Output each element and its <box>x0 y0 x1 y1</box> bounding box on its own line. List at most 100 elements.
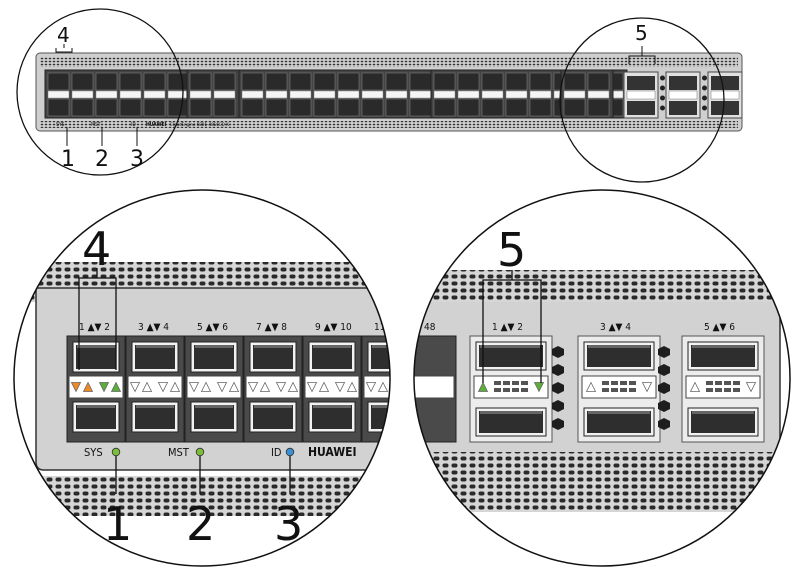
sfp-port-bottom <box>308 401 356 433</box>
left-port-indicator-strip <box>68 375 124 399</box>
overview-sfp-port <box>337 72 360 91</box>
sfp-port-bottom <box>72 401 120 433</box>
qsfp-port-top <box>687 341 759 371</box>
sfp-port-top <box>190 341 238 373</box>
vent-hole <box>552 382 564 394</box>
sfp-port-bottom <box>131 401 179 433</box>
overview-port-indicator <box>167 90 190 99</box>
vent-hole <box>658 418 670 430</box>
overview-port-indicator <box>529 90 552 99</box>
overview-sfp-port <box>481 72 504 91</box>
link-indicator-icon <box>70 382 82 393</box>
overview-qsfp-port-groups <box>623 71 743 119</box>
overview-sfp-port <box>563 98 586 117</box>
left-id-led <box>285 447 295 457</box>
overview-sys-label: SYS <box>56 122 65 128</box>
vent-hole <box>552 364 564 376</box>
vent-hole <box>552 418 564 430</box>
overview-sfp-port <box>71 72 94 91</box>
qsfp-indicator-icon <box>477 381 489 392</box>
qsfp-indicator-icon <box>585 381 597 392</box>
overview-chassis: SYS MST ID HUAWEI CloudEngine 6881-48S6C… <box>35 52 743 132</box>
overview-sfp-port <box>313 98 336 117</box>
qsfp-port-bottom <box>475 407 547 437</box>
qsfp-port-bottom <box>687 407 759 437</box>
overview-sfp-port <box>433 98 456 117</box>
right-callout-5: 5 <box>497 223 526 277</box>
overview-sfp-port <box>457 72 480 91</box>
overview-sfp-port <box>505 72 528 91</box>
overview-leaders <box>55 44 656 146</box>
sfp-port-bottom <box>249 401 297 433</box>
overview-port-indicator <box>213 90 236 99</box>
sfp-port-bottom <box>367 401 390 433</box>
sfp-port-top <box>367 341 390 373</box>
left-port-indicator-strip <box>127 375 183 399</box>
link-indicator-icon <box>169 381 181 392</box>
link-indicator-icon <box>247 382 259 393</box>
overview-port-indicator <box>505 90 528 99</box>
overview-sfp-port <box>433 72 456 91</box>
qsfp-indicator-icon <box>745 382 757 393</box>
link-indicator-icon <box>98 382 110 393</box>
overview-sfp-port <box>241 98 264 117</box>
left-mst-label: MST <box>168 446 190 459</box>
overview-magnifier-right <box>559 17 725 183</box>
link-indicator-icon <box>82 381 94 392</box>
left-port-indicator-strip <box>186 375 242 399</box>
overview-sfp-port <box>563 72 586 91</box>
overview-callout-1: 1 <box>61 147 75 172</box>
qsfp-port-top <box>475 341 547 371</box>
overview-sfp-port <box>385 98 408 117</box>
left-mst-led <box>195 447 205 457</box>
link-indicator-icon <box>129 382 141 393</box>
qsfp-indicator-icon <box>533 382 545 393</box>
sfp-port-top <box>72 341 120 373</box>
overview-callout-2: 2 <box>95 147 109 172</box>
left-port-indicator-strip <box>304 375 360 399</box>
overview-brand: HUAWEI <box>146 122 167 128</box>
overview-id-label: ID <box>131 122 136 128</box>
overview-sfp-port <box>409 72 432 91</box>
right-port-number-label: 3 ▲▼ 4 <box>600 322 631 333</box>
vent-hole <box>658 346 670 358</box>
overview-sfp-port <box>289 98 312 117</box>
vent-hole <box>658 400 670 412</box>
overview-sfp-port <box>409 98 432 117</box>
overview-port-indicator <box>409 90 432 99</box>
overview-sfp-port <box>189 72 212 91</box>
left-callout-3: 3 <box>274 497 303 551</box>
overview-sfp-port <box>119 72 142 91</box>
qsfp-indicator-icon <box>689 381 701 392</box>
overview-sfp-port <box>505 98 528 117</box>
left-port-indicator-strip <box>245 375 301 399</box>
overview-sfp-port <box>587 98 610 117</box>
overview-sfp-port <box>119 98 142 117</box>
sfp-port-top <box>308 341 356 373</box>
overview-sfp-port-groups <box>44 69 628 119</box>
right-edge-label: 48 <box>424 322 436 333</box>
overview-sfp-port <box>361 98 384 117</box>
sfp-port-top <box>131 341 179 373</box>
left-port-indicator-strip <box>363 375 390 399</box>
right-port-number-label: 1 ▲▼ 2 <box>492 322 523 333</box>
overview-sfp-port <box>47 98 70 117</box>
qsfp-indicator-icon <box>641 382 653 393</box>
overview-port-indicator <box>265 90 288 99</box>
overview-port-indicator <box>143 90 166 99</box>
overview-sfp-port <box>189 98 212 117</box>
overview-port-indicator <box>587 90 610 99</box>
overview-sfp-port <box>213 98 236 117</box>
link-indicator-icon <box>216 382 228 393</box>
left-callout-2: 2 <box>186 497 215 551</box>
overview-port-indicator <box>95 90 118 99</box>
overview-port-indicator <box>563 90 586 99</box>
left-port-number-label: 11 <box>374 322 385 333</box>
overview-callout-3: 3 <box>130 147 144 172</box>
left-port-number-label: 1 ▲▼ 2 <box>79 322 110 333</box>
vent-hole <box>552 346 564 358</box>
